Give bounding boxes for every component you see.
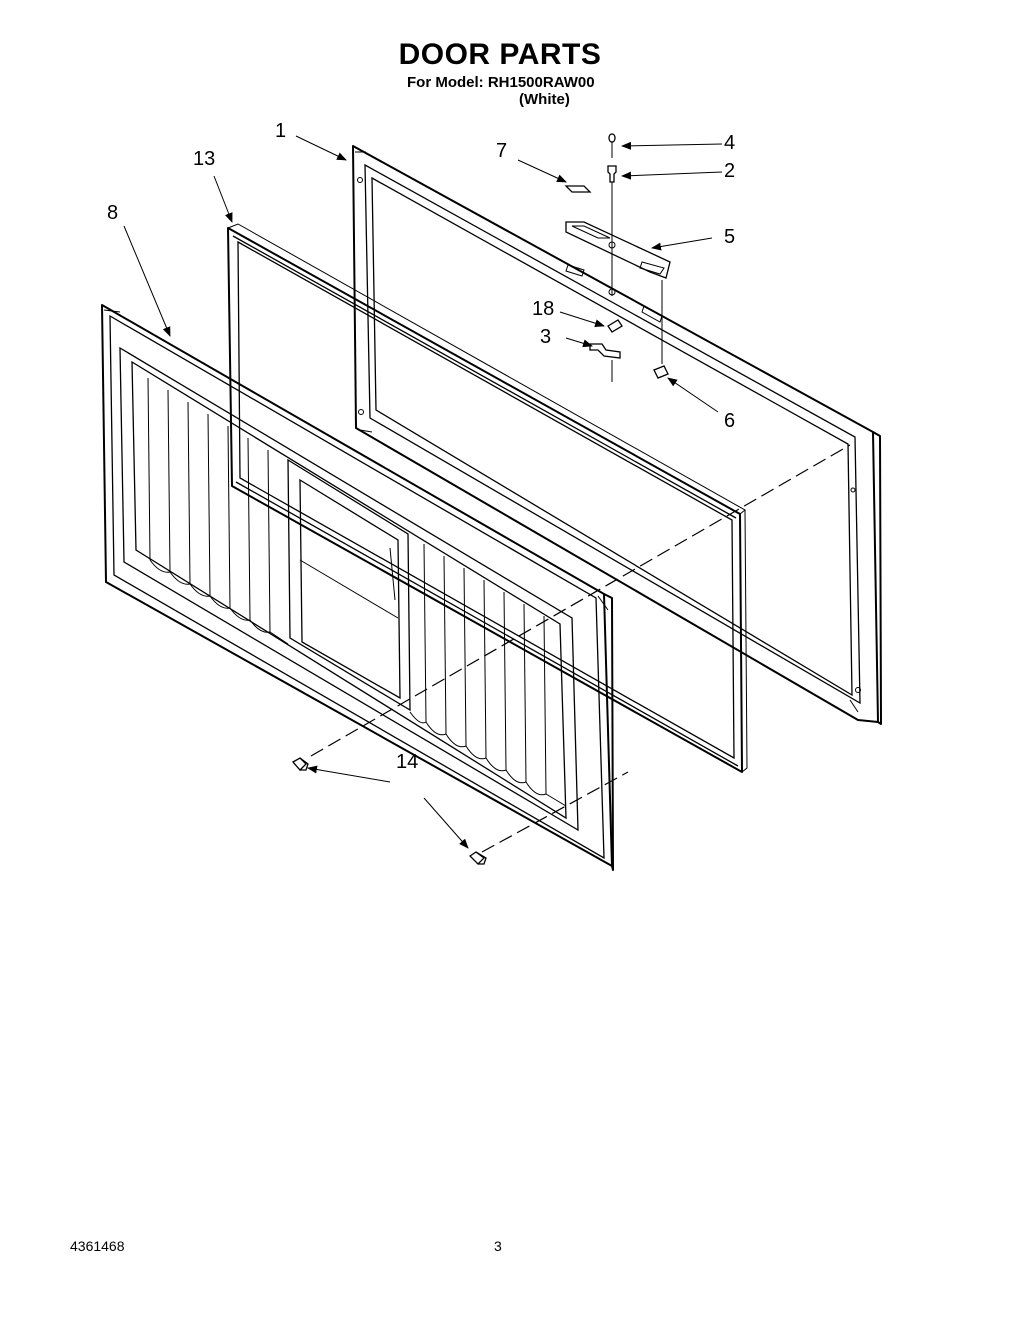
callout-7: 7 [496,140,507,162]
clip-18 [607,319,623,333]
screw-top [608,133,616,158]
callout-5: 5 [724,226,735,248]
callout-1: 1 [275,120,286,142]
callout-18: 18 [532,298,554,320]
document-number: 4361468 [70,1238,125,1254]
alignment-lines [310,444,851,853]
door-liner-frame [352,145,882,725]
callout-8: 8 [107,202,118,224]
bracket-3 [589,343,621,382]
page-number: 3 [494,1238,502,1254]
callout-6: 6 [724,410,735,432]
callout-14: 14 [396,751,418,773]
spacer [607,165,617,296]
leader-lines [123,135,723,849]
page-title: DOOR PARTS [398,38,602,71]
outer-door-panel [101,304,614,871]
screw-14-lower [468,851,487,865]
callout-13: 13 [193,148,215,170]
handle-bracket [565,221,671,364]
model-variant: (White) [519,91,570,108]
callout-2: 2 [724,160,735,182]
screw-14-upper [291,757,309,771]
callout-3: 3 [540,326,551,348]
label-pad [564,185,592,193]
model-line: For Model: RH1500RAW00 [407,74,595,91]
clip-6 [653,365,669,379]
callout-4: 4 [724,132,735,154]
door-gasket [227,223,748,773]
